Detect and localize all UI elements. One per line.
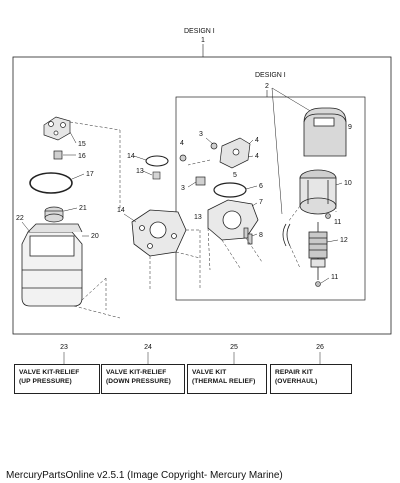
callout-3a: 3 [199, 131, 203, 138]
callout-12: 12 [340, 237, 348, 244]
kit-line1: VALVE KIT-RELIEF [19, 369, 80, 376]
kit-number-24: 24 [144, 344, 152, 351]
kit-line1: REPAIR KIT [275, 369, 313, 376]
callout-20: 20 [91, 233, 99, 240]
part-14-pump-body [131, 209, 187, 257]
kit-box-overhaul[interactable]: REPAIR KIT (OVERHAUL) [270, 364, 352, 394]
callout-15: 13 [136, 168, 144, 175]
kit-line2: (THERMAL RELIEF) [192, 378, 256, 385]
part-valve-assembly [179, 137, 251, 186]
callout-17: 15 [78, 141, 86, 148]
callout-19: 17 [86, 171, 94, 178]
kit-line2: (UP PRESSURE) [19, 378, 72, 385]
part-17-valve-block [43, 116, 71, 141]
callout-4b: 4 [255, 137, 259, 144]
kit-box-thermal-relief[interactable]: VALVE KIT (THERMAL RELIEF) [187, 364, 267, 394]
callout-11a: 11 [334, 219, 341, 226]
callout-1: 1 [201, 37, 205, 44]
part-12-armature [308, 222, 328, 280]
kit-number-23: 23 [60, 344, 68, 351]
callout-22: 22 [16, 215, 24, 222]
callout-18: 16 [78, 153, 86, 160]
kit-box-down-pressure[interactable]: VALVE KIT-RELIEF (DOWN PRESSURE) [101, 364, 185, 394]
callout-7: 7 [259, 199, 263, 206]
kit-box-up-pressure[interactable]: VALVE KIT-RELIEF (UP PRESSURE) [14, 364, 100, 394]
callout-9: 9 [348, 124, 352, 131]
part-bracket-clamp [282, 223, 291, 247]
part-15-check-valve [152, 171, 161, 180]
design-label-top: DESIGN I [184, 28, 215, 35]
callout-6: 6 [259, 183, 263, 190]
callout-14: 14 [117, 207, 125, 214]
part-9-motor-cover [303, 107, 347, 157]
outer-frame [12, 56, 392, 335]
dashed-guides-left [69, 121, 121, 319]
part-10-field-housing [299, 169, 337, 215]
part-11-washer-b [315, 281, 321, 287]
kit-line1: VALVE KIT-RELIEF [106, 369, 167, 376]
callout-8: 8 [259, 232, 263, 239]
callout-4a: 4 [180, 140, 184, 147]
callout-13: 13 [194, 214, 202, 221]
kit-line1: VALVE KIT [192, 369, 227, 376]
part-6-oring [213, 182, 247, 198]
kit-number-25: 25 [230, 344, 238, 351]
callout-21: 21 [79, 205, 87, 212]
callout-2: 2 [265, 83, 269, 90]
dashed-guides-motor [287, 205, 337, 269]
callout-5: 5 [233, 172, 237, 179]
callout-16: 14 [127, 153, 135, 160]
callout-3b: 3 [181, 185, 185, 192]
inner-frame [175, 96, 366, 301]
callout-11b: 11 [331, 274, 338, 281]
part-19-oring [29, 172, 73, 194]
part-18-fitting [53, 150, 63, 160]
kit-number-26: 26 [316, 344, 324, 351]
kit-line2: (OVERHAUL) [275, 378, 318, 385]
kit-line2: (DOWN PRESSURE) [106, 378, 171, 385]
callout-4c: 4 [255, 153, 259, 160]
part-21-fill-cap [44, 206, 64, 223]
dashed-guides-center [149, 229, 201, 290]
copyright-footer: MercuryPartsOnline v2.5.1 (Image Copyrig… [6, 470, 283, 481]
part-11-washer-a [325, 213, 331, 219]
part-20-reservoir [21, 223, 83, 307]
kit-leaders [63, 352, 321, 364]
part-16-oring [145, 155, 169, 167]
callout-10: 10 [344, 180, 352, 187]
dashed-guides-right [187, 159, 263, 271]
design-label-inner: DESIGN I [255, 72, 286, 79]
